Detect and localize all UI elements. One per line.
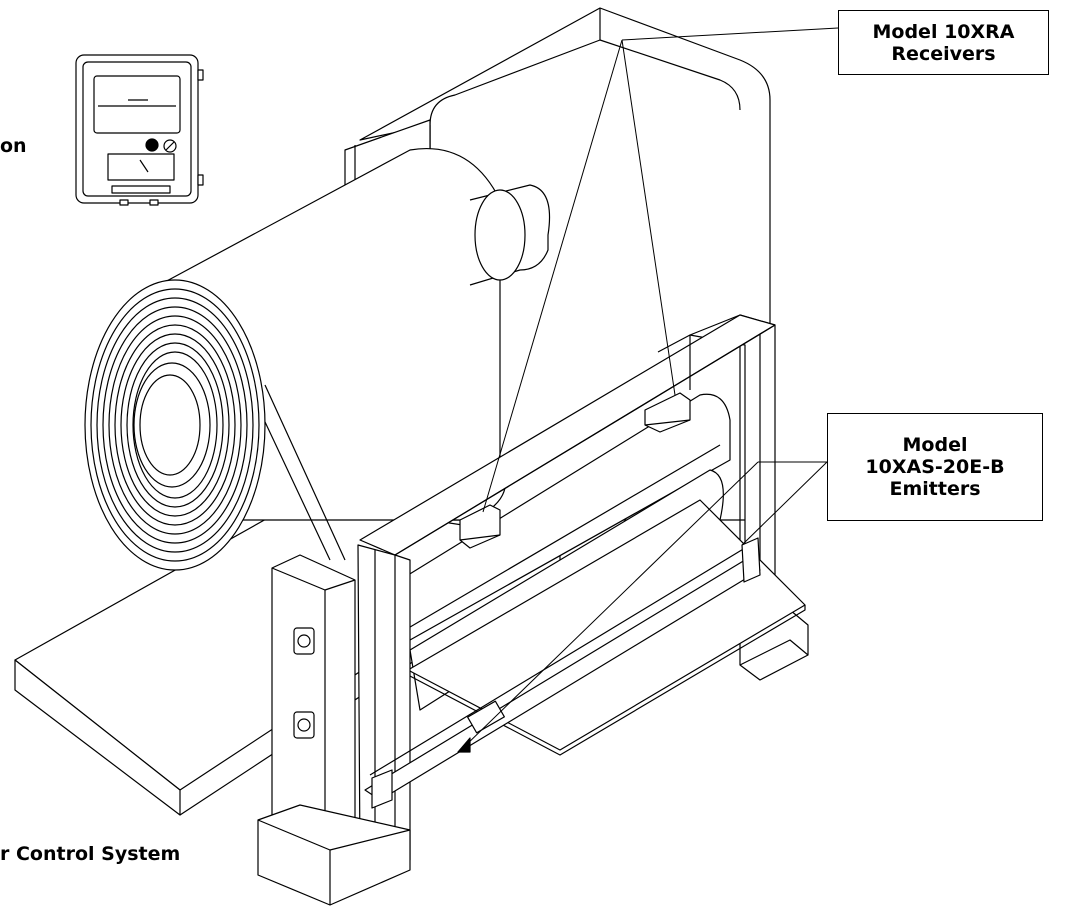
emitters-callout: Model 10XAS-20E-B Emitters	[827, 413, 1043, 521]
front-foot	[257, 804, 411, 906]
cropped-label-top-left: on	[0, 135, 27, 157]
emitter-rail	[364, 537, 761, 809]
receivers-callout: Model 10XRA Receivers	[838, 10, 1049, 75]
controller-enclosure	[75, 54, 204, 206]
leader-lines	[462, 27, 839, 749]
frame-crossbar	[359, 314, 776, 556]
receivers-callout-line2: Receivers	[891, 42, 996, 65]
roll-end-face	[84, 279, 266, 571]
receiver-sensors	[459, 392, 691, 549]
emitters-callout-line2: 10XAS-20E-B	[865, 456, 1005, 478]
front-control-column	[271, 554, 356, 861]
receivers-callout-line1: Model 10XRA	[872, 20, 1015, 43]
emitters-callout-line3: Emitters	[889, 478, 981, 500]
emitters-callout-line1: Model	[902, 434, 968, 456]
cropped-label-bottom-left: r Control System	[0, 843, 181, 865]
front-frame-post	[357, 544, 411, 861]
